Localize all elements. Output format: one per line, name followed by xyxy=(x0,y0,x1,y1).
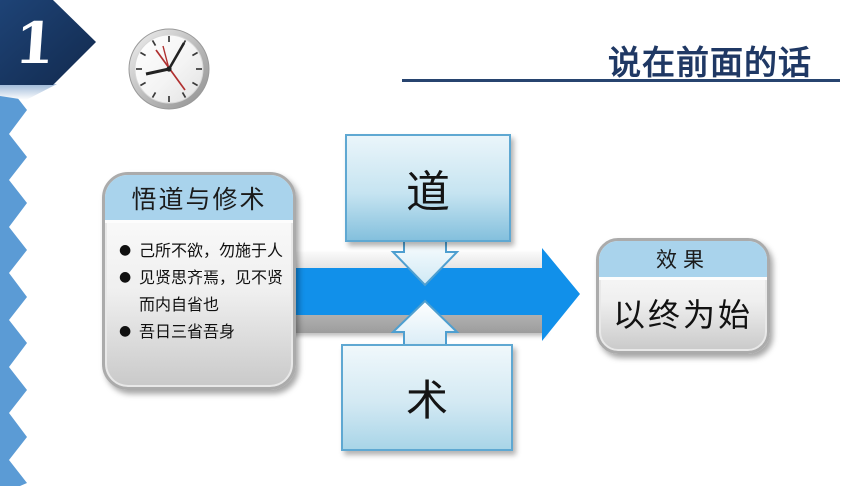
slide-number: 1 xyxy=(12,10,58,77)
list-item: ● 己所不欲，勿施于人 xyxy=(119,237,287,264)
arrow-down-icon xyxy=(390,234,460,287)
shu-label: 术 xyxy=(405,376,448,425)
flow-arrow-right-icon xyxy=(288,248,580,341)
slide-title: 说在前面的话 xyxy=(608,44,812,81)
principles-card: 悟道与修术 ● 己所不欲，勿施于人 ● 见贤思齐焉，见不贤而内自省也 ● 吾日三… xyxy=(102,172,296,390)
badge-shadow-wedge xyxy=(0,84,57,100)
bullet-icon: ● xyxy=(119,269,132,285)
dao-label: 道 xyxy=(406,167,450,218)
list-item: ● 见贤思齐焉，见不贤而内自省也 xyxy=(119,264,287,318)
bullet-text: 吾日三省吾身 xyxy=(139,322,236,341)
result-card-body: 以终为始 xyxy=(612,296,753,334)
list-item: ● 吾日三省吾身 xyxy=(119,318,287,345)
bullet-icon: ● xyxy=(119,242,132,258)
dao-box: 道 xyxy=(345,134,511,242)
result-card: 效果 以终为始 xyxy=(596,238,770,354)
principles-card-header: 悟道与修术 xyxy=(105,175,293,223)
zigzag-ribbon-decoration xyxy=(0,84,27,486)
shu-box: 术 xyxy=(341,344,513,451)
title-underline xyxy=(402,79,840,82)
clock-icon xyxy=(128,28,210,110)
principles-bullet-list: ● 己所不欲，勿施于人 ● 见贤思齐焉，见不贤而内自省也 ● 吾日三省吾身 xyxy=(119,237,287,345)
arrow-up-icon xyxy=(390,299,460,349)
slide-number-badge xyxy=(0,0,96,85)
result-card-header: 效果 xyxy=(599,241,767,280)
bullet-text: 己所不欲，勿施于人 xyxy=(139,241,284,260)
bullet-icon: ● xyxy=(119,323,132,339)
bullet-text: 见贤思齐焉，见不贤而内自省也 xyxy=(139,268,284,314)
